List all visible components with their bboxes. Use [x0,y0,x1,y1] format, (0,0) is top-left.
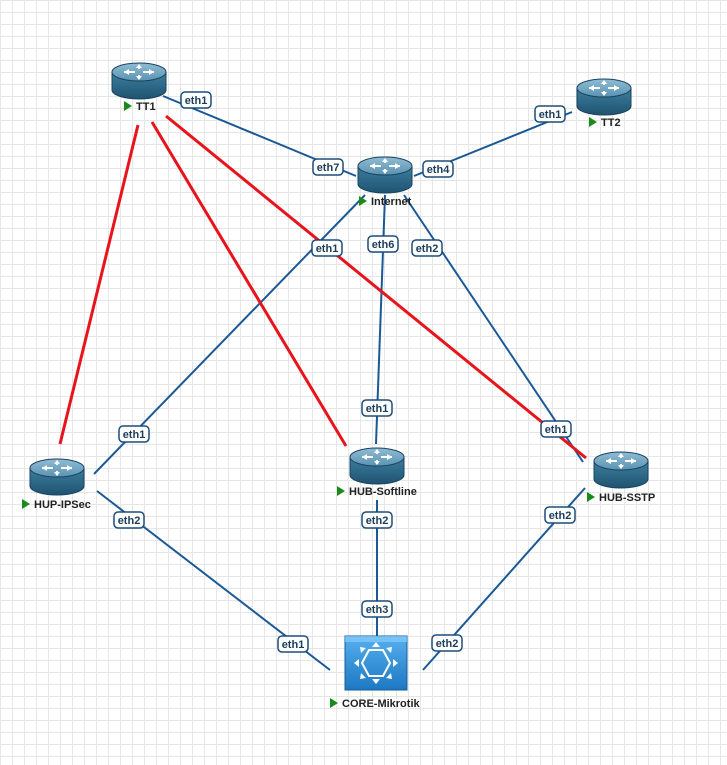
svg-text:eth1: eth1 [545,424,568,436]
node-label: CORE-Mikrotik [342,698,421,710]
play-icon [124,101,132,111]
node-tt2[interactable]: TT2 [576,78,632,129]
svg-text:eth3: eth3 [366,604,389,616]
node-hub-sstp[interactable]: HUB-SSTP [587,451,655,504]
port-label[interactable]: eth2 [544,506,576,524]
port-labels: eth1 eth7 eth1 eth4 eth1 eth1 eth6 eth1 [113,91,576,653]
svg-text:eth1: eth1 [366,403,389,415]
play-icon [589,117,597,127]
node-label: HUB-SSTP [599,492,655,504]
port-label[interactable]: eth1 [534,105,566,123]
play-icon [587,492,595,502]
node-label: Internet [371,196,412,208]
tunnel-tt1-hup-ipsec[interactable] [58,124,140,445]
node-label: TT1 [136,101,156,113]
network-links [93,95,586,671]
node-core-mikrotik[interactable]: CORE-Mikrotik [330,635,421,710]
port-label[interactable]: eth2 [431,634,463,652]
port-label[interactable]: eth1 [180,91,212,109]
play-icon [330,698,338,708]
node-label: HUP-IPSec [34,499,91,511]
tunnel-tt1-hub-sstp[interactable] [165,114,587,460]
svg-text:eth2: eth2 [549,510,572,522]
play-icon [359,196,367,206]
svg-text:eth2: eth2 [416,243,439,255]
node-internet[interactable]: Internet [357,156,413,208]
port-label[interactable]: eth1 [277,635,309,653]
node-tt1[interactable]: TT1 [111,62,167,113]
svg-text:eth2: eth2 [436,638,459,650]
svg-text:eth7: eth7 [317,162,340,174]
play-icon [22,499,30,509]
play-icon [337,486,345,496]
router-icon [357,156,413,194]
port-label[interactable]: eth4 [422,160,454,178]
node-hup-ipsec[interactable]: HUP-IPSec [22,458,91,511]
router-icon [349,447,405,485]
svg-text:eth4: eth4 [427,164,451,176]
router-icon [576,78,632,116]
svg-text:eth1: eth1 [185,95,208,107]
svg-text:eth2: eth2 [366,515,389,527]
port-label[interactable]: eth6 [367,235,399,253]
svg-text:eth6: eth6 [372,239,395,251]
node-hub-softline[interactable]: HUB-Softline [337,447,417,498]
router-icon [29,458,85,496]
svg-text:eth1: eth1 [539,109,562,121]
port-label[interactable]: eth1 [540,420,572,438]
port-label[interactable]: eth1 [361,399,393,417]
port-label[interactable]: eth1 [311,239,343,257]
switch-icon [344,635,408,691]
port-label[interactable]: eth7 [312,158,344,176]
port-label[interactable]: eth1 [118,425,150,443]
tunnel-tt1-hub-softline[interactable] [150,121,348,447]
port-label[interactable]: eth3 [361,600,393,618]
svg-text:eth2: eth2 [118,515,141,527]
svg-text:eth1: eth1 [316,243,339,255]
node-label: HUB-Softline [349,486,417,498]
tunnel-links [58,114,587,460]
node-label: TT2 [601,117,621,129]
svg-text:eth1: eth1 [123,429,146,441]
port-label[interactable]: eth2 [411,239,443,257]
svg-text:eth1: eth1 [282,639,305,651]
router-icon [111,62,167,100]
port-label[interactable]: eth2 [113,511,145,529]
router-icon [593,451,649,489]
port-label[interactable]: eth2 [361,511,393,529]
